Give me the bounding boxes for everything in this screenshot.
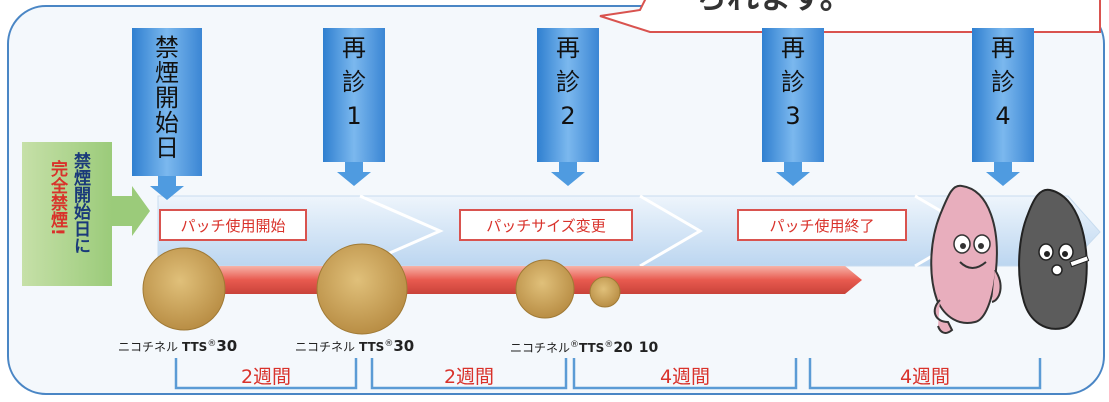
- speech-callout: られます。: [599, 0, 1101, 33]
- phase-label: パッチサイズ変更: [486, 217, 606, 235]
- visit-label-char: 2: [560, 102, 575, 130]
- duration-label-3: 4週間: [660, 366, 710, 388]
- visit-box: [972, 28, 1034, 162]
- stop-label-col2: 完全禁煙!: [47, 159, 69, 236]
- phase-box-3: パッチ使用終了: [737, 209, 907, 241]
- visit-marker-3: 再診 2: [537, 28, 599, 186]
- patch-20: [515, 259, 575, 319]
- stop-label-col1: 禁煙開始日に: [70, 151, 91, 254]
- phase-label: パッチ使用終了: [769, 217, 874, 235]
- visit-label-char: 3: [785, 102, 800, 130]
- visit-marker-4: 再診 3: [762, 28, 824, 186]
- duration-label-2: 2週間: [444, 366, 494, 388]
- phase-label: パッチ使用開始: [180, 217, 285, 235]
- timeline-chevron-2: [639, 194, 703, 268]
- visit-marker-1: 禁煙開始日: [132, 28, 202, 200]
- grey-character-illustration: [1018, 188, 1090, 330]
- patch-30-1: [142, 247, 226, 331]
- visit-label-char: 診: [342, 68, 366, 96]
- patch-10: [589, 276, 621, 308]
- down-arrow-icon: [150, 176, 184, 200]
- stop-smoking-box: [22, 142, 112, 286]
- visit-label-char: 日: [155, 134, 179, 162]
- visit-box: [762, 28, 824, 162]
- duration-label-4: 4週間: [900, 366, 950, 388]
- visit-marker-2: 再診 1: [323, 28, 385, 186]
- visit-label-char: 始: [155, 109, 179, 137]
- visit-label-char: 1: [346, 102, 361, 130]
- visit-box: [323, 28, 385, 162]
- visit-label-char: 4: [995, 102, 1010, 130]
- visit-box: [537, 28, 599, 162]
- callout-text: られます。: [695, 0, 852, 16]
- visit-label-char: 煙: [155, 59, 179, 87]
- visit-box: [132, 28, 202, 176]
- visit-label-char: 開: [155, 84, 179, 112]
- visit-label-char: 診: [781, 68, 805, 96]
- duration-brackets: [174, 358, 1042, 390]
- down-arrow-icon: [337, 162, 371, 186]
- patch-30-2: [316, 243, 408, 335]
- down-arrow-icon: [551, 162, 585, 186]
- down-arrow-icon: [776, 162, 810, 186]
- visit-label-char: 診: [556, 68, 580, 96]
- visit-label-char: 再: [781, 34, 805, 62]
- visit-label-char: 再: [991, 34, 1015, 62]
- visit-label-char: 再: [342, 34, 366, 62]
- phase-box-1: パッチ使用開始: [159, 209, 307, 241]
- visit-label-char: 禁: [155, 34, 179, 62]
- start-arrow: [110, 186, 150, 236]
- duration-label-1: 2週間: [241, 366, 291, 388]
- visit-marker-5: 再診 4: [972, 28, 1034, 186]
- pink-character-illustration: [930, 184, 1002, 334]
- phase-box-2: パッチサイズ変更: [459, 209, 633, 241]
- visit-label-char: 診: [991, 68, 1015, 96]
- visit-label-char: 再: [556, 34, 580, 62]
- down-arrow-icon: [986, 162, 1020, 186]
